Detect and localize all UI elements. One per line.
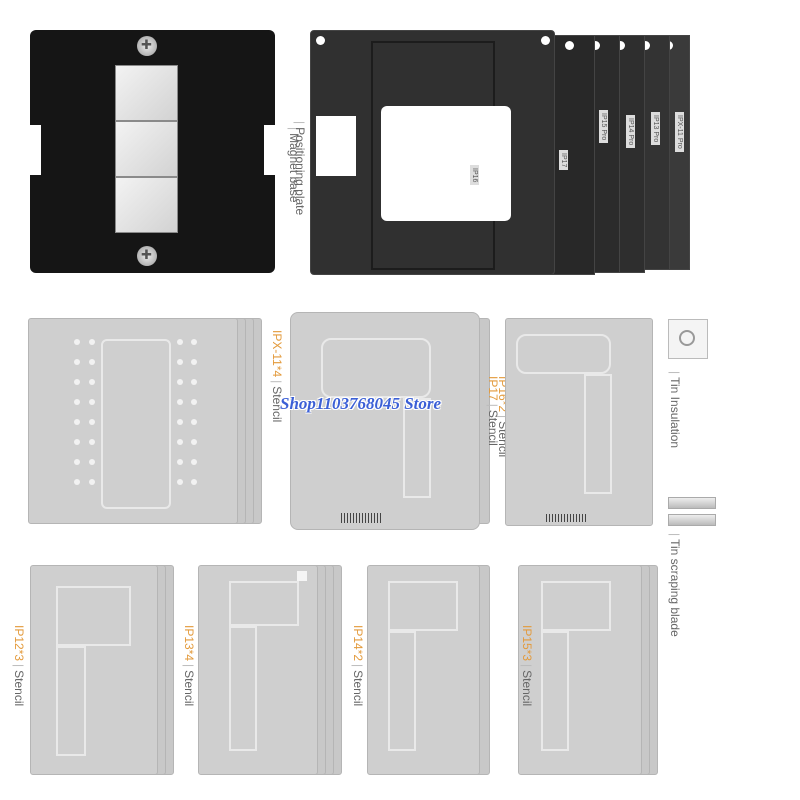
screw-icon <box>137 246 157 266</box>
magnet-block <box>115 121 178 177</box>
positioning-plate-stack: IP16 IP17 IP15 Pro IP14 Pro IP13 Pro IPX… <box>310 30 690 275</box>
magnet-base-notch-right <box>264 125 276 175</box>
stencil-ip12 <box>30 565 158 775</box>
plate-side-window <box>316 116 356 176</box>
tin-insulation-icon <box>668 319 708 359</box>
plate-tag: IPX-11 Pro <box>675 112 684 152</box>
plate-front <box>310 30 555 275</box>
stencil-ip17 <box>505 318 653 526</box>
positioning-plate-label: |Positioning plate <box>293 121 307 216</box>
stencil-ipx-11 <box>28 318 238 524</box>
tin-scraping-blade-label: |Tin scraping blade <box>668 533 682 637</box>
stencil-label: IP17|Stencil <box>486 376 500 446</box>
stencil-ip15 <box>518 565 642 775</box>
magnet-block <box>115 65 178 121</box>
plate-tag: IP14 Pro <box>626 115 635 149</box>
stencil-ip14 <box>367 565 480 775</box>
screw-icon <box>137 36 157 56</box>
stencil-label: IP12*3|Stencil <box>12 625 26 707</box>
store-watermark: Shop1103768045 Store <box>280 394 442 413</box>
stencil-label: IP14*2|Stencil <box>351 625 365 707</box>
stencil-label: IP13*4|Stencil <box>182 625 196 707</box>
magnet-base-notch-left <box>29 125 41 175</box>
magnet-block <box>115 177 178 233</box>
stencil-ip16 <box>290 312 480 530</box>
plate-tag: IP17 <box>559 150 568 171</box>
stencil-ip13 <box>198 565 318 775</box>
blade-icon <box>668 497 716 509</box>
blade-icon <box>668 514 716 526</box>
plate-tag: IP15 Pro <box>599 110 608 144</box>
plate-tag: IP16 <box>470 165 479 186</box>
plate-tag: IP13 Pro <box>651 112 660 146</box>
magnet-base <box>29 30 276 273</box>
plate-window <box>381 106 511 221</box>
tin-insulation-label: |Tin Insulation <box>668 371 682 449</box>
stencil-label: IP15*3|Stencil <box>520 625 534 707</box>
